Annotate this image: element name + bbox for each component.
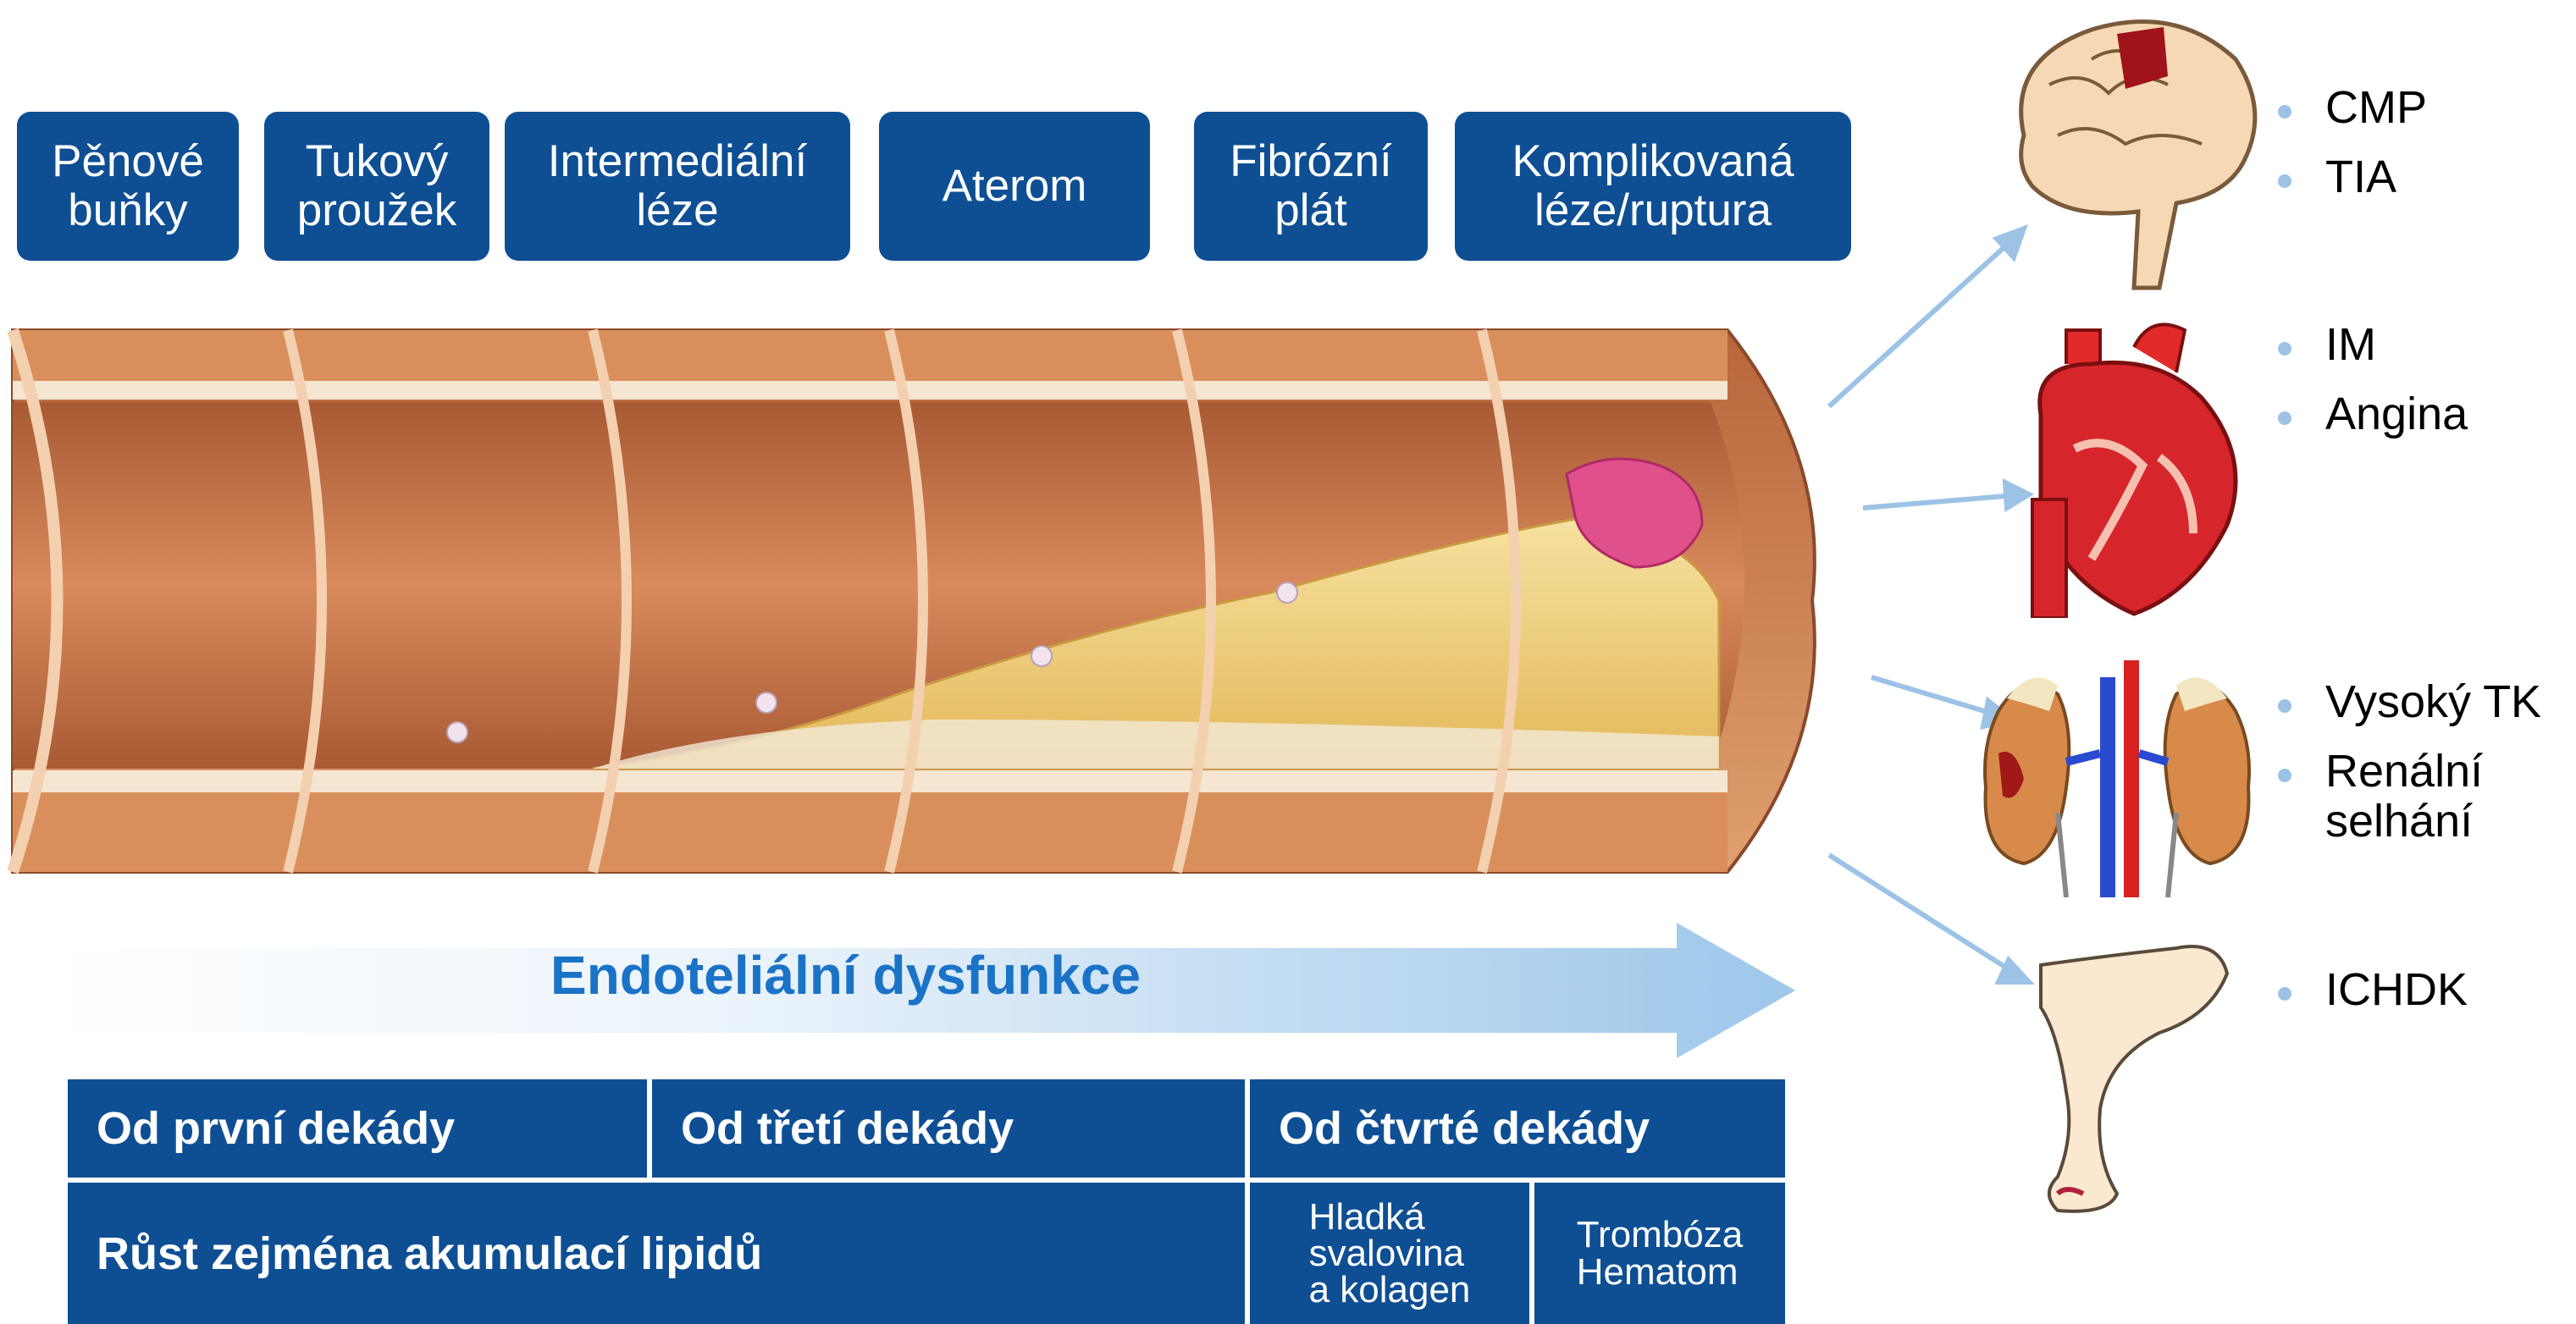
stage-box-foam-cells: Pěnové buňky — [17, 112, 239, 261]
list-item: ICHDK — [2278, 965, 2468, 1034]
bullet-icon — [2278, 342, 2291, 356]
list-item: Renální selhání — [2278, 747, 2541, 816]
table-cell-lipid-growth: Růst zejména akumulací lipidů — [68, 1183, 1245, 1324]
outcome-list-leg: ICHDK — [2278, 965, 2468, 1034]
outcome-list-brain: CMP TIA — [2278, 83, 2427, 222]
stage-box-fatty-streak: Tukový proužek — [264, 112, 489, 261]
table-cell-decade-3: Od třetí dekády — [652, 1079, 1245, 1178]
bullet-icon — [2278, 769, 2291, 782]
table-cell-decade-4: Od čtvrté dekády — [1250, 1079, 1785, 1178]
outcome-label: Angina — [2325, 389, 2468, 439]
stage-box-atheroma: Aterom — [879, 112, 1150, 261]
outcome-label: TIA — [2325, 152, 2396, 202]
leg-icon — [2024, 940, 2244, 1219]
table-cell-decade-1: Od první dekády — [68, 1079, 647, 1178]
endothelial-dysfunction-label: Endoteliální dysfunkce — [550, 944, 1228, 1007]
bullet-icon — [2278, 411, 2291, 425]
table-cell-thrombosis-hematoma: Trombóza Hematom — [1534, 1183, 1785, 1324]
stage-box-complicated-lesion: Komplikovaná léze/ruptura — [1455, 112, 1851, 261]
stage-box-fibrous-plaque: Fibrózní plát — [1194, 112, 1428, 261]
outcome-label: CMP — [2325, 83, 2427, 133]
outcome-label: Vysoký TK — [2325, 677, 2541, 727]
table-cell-smooth-muscle-collagen: Hladká svalovina a kolagen — [1250, 1183, 1529, 1324]
list-item: CMP — [2278, 83, 2427, 152]
bullet-icon — [2278, 105, 2291, 119]
bullet-icon — [2278, 174, 2291, 188]
list-item: Angina — [2278, 389, 2468, 459]
outcome-label: IM — [2325, 320, 2376, 370]
outcome-label: ICHDK — [2325, 965, 2468, 1015]
brain-icon — [1990, 8, 2269, 305]
stage-box-intermediate-lesion: Intermediální léze — [505, 112, 850, 261]
bullet-icon — [2278, 987, 2291, 1001]
outcome-label: Renální selhání — [2325, 747, 2483, 847]
outcome-list-heart: IM Angina — [2278, 320, 2468, 459]
list-item: IM — [2278, 320, 2468, 389]
heart-icon — [2015, 313, 2261, 618]
list-item: Vysoký TK — [2278, 677, 2541, 747]
list-item: TIA — [2278, 152, 2427, 222]
bullet-icon — [2278, 699, 2291, 713]
artery-progression-illustration — [0, 322, 1846, 880]
outcome-list-kidney: Vysoký TK Renální selhání — [2278, 677, 2541, 816]
kidneys-icon — [1973, 660, 2261, 897]
